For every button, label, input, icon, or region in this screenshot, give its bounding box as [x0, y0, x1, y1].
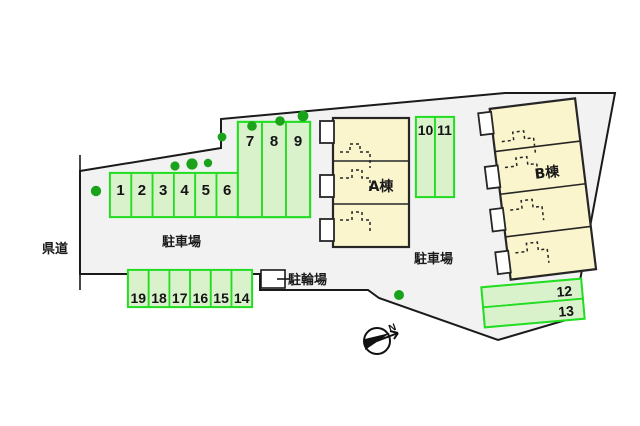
- parking-stall-14[interactable]: 14: [230, 269, 253, 308]
- building-b-stair-4: [515, 241, 550, 263]
- building-a-entry-1: [319, 120, 335, 144]
- parking-lot-left-label: 駐車場: [162, 234, 201, 250]
- compass-rose: N: [363, 322, 399, 355]
- parking-row-center: 10 11: [414, 115, 456, 199]
- bicycle-parking-label: 駐輪場: [288, 272, 327, 288]
- building-a-stair-3: [340, 211, 371, 234]
- building-b-stair-1: [501, 130, 537, 153]
- building-b-stair-2: [504, 155, 540, 179]
- tree-icon-2: [170, 161, 180, 171]
- parking-row-upper-right: 7 8 9: [236, 120, 312, 219]
- building-a-label: A棟: [369, 178, 395, 195]
- parking-stall-14-box[interactable]: [230, 269, 253, 308]
- building-b-divider-2: [500, 182, 586, 196]
- parking-stall-10[interactable]: 10: [415, 116, 436, 198]
- compass-north-label: N: [387, 322, 398, 335]
- building-a-body[interactable]: [331, 116, 411, 249]
- building-b-label: B棟: [534, 163, 562, 183]
- parking-stall-16[interactable]: 16: [189, 269, 212, 308]
- parking-stall-18-label: 18: [151, 290, 167, 306]
- parking-stall-1-label: 1: [116, 182, 124, 199]
- parking-stall-17-label: 17: [172, 290, 188, 306]
- parking-stall-2[interactable]: 2: [130, 172, 154, 218]
- parking-row-bottom-left: 19 18 17 16 15 14: [126, 268, 254, 309]
- tree-icon-1: [90, 185, 102, 197]
- parking-stall-2-label: 2: [138, 182, 146, 199]
- parking-stall-11-box[interactable]: [434, 116, 455, 198]
- parking-stall-15[interactable]: 15: [209, 269, 233, 308]
- building-a-entry-2: [319, 174, 335, 198]
- building-b-entry-2: [483, 164, 502, 190]
- parking-stall-4-label: 4: [180, 182, 189, 199]
- tree-icon-8: [297, 110, 309, 122]
- parking-stall-6[interactable]: 6: [215, 172, 239, 218]
- parking-stall-8-label: 8: [270, 133, 278, 150]
- parking-row-building-b: 12 13: [480, 277, 586, 329]
- parking-lot-right-label: 駐車場: [414, 251, 453, 267]
- parking-stall-11[interactable]: 11: [434, 116, 455, 198]
- parking-stall-5[interactable]: 5: [194, 172, 218, 218]
- tree-icon-6: [247, 121, 257, 131]
- parking-stall-3-label: 3: [159, 182, 167, 199]
- parking-stall-1[interactable]: 1: [109, 172, 133, 218]
- building-a-stair-2: [340, 169, 371, 192]
- parking-stall-7-label: 7: [246, 133, 254, 150]
- compass-arrowhead: [389, 330, 399, 340]
- parking-stall-16-label: 16: [193, 290, 209, 306]
- parking-stall-15-label: 15: [213, 290, 229, 306]
- building-b-stair-3: [510, 198, 545, 221]
- parking-stall-7[interactable]: 7: [237, 121, 263, 218]
- building-b-divider-3: [505, 225, 591, 238]
- tree-icon-4: [203, 158, 213, 168]
- building-a[interactable]: A棟: [319, 116, 411, 249]
- parking-stall-9-label: 9: [294, 133, 302, 150]
- parking-stall-14-label: 14: [234, 290, 250, 306]
- tree-group: [90, 110, 404, 300]
- parking-stall-13-box[interactable]: [482, 297, 586, 329]
- parking-stall-19-label: 19: [131, 290, 147, 306]
- building-b-entry-3: [488, 207, 507, 233]
- parking-stall-9-box[interactable]: [285, 121, 311, 218]
- parking-row-upper-left: 1 2 3 4 5 6: [108, 171, 240, 219]
- parking-stall-13-label: 13: [558, 302, 575, 319]
- parking-stall-11-label: 11: [437, 122, 452, 138]
- building-b-entry-1: [477, 110, 495, 137]
- parking-stall-4[interactable]: 4: [172, 172, 197, 218]
- compass-shaft: [376, 332, 399, 342]
- tree-icon-9: [394, 290, 404, 300]
- parking-stall-13[interactable]: 13: [482, 297, 586, 329]
- road-label: 県道: [42, 241, 68, 257]
- building-a-entry-3: [319, 218, 335, 242]
- tree-icon-3: [186, 158, 198, 170]
- building-b-divider-1: [494, 140, 581, 153]
- parking-stall-9[interactable]: 9: [285, 121, 311, 218]
- building-b-entry-4: [494, 249, 512, 276]
- tree-icon-7: [275, 116, 285, 126]
- parking-stall-5-label: 5: [202, 182, 210, 199]
- parking-stall-6-label: 6: [223, 182, 231, 199]
- parking-stall-10-label: 10: [418, 122, 434, 138]
- tree-icon-5: [217, 132, 227, 142]
- parking-stall-3[interactable]: 3: [151, 172, 175, 218]
- building-b[interactable]: B棟: [477, 97, 598, 281]
- parking-stall-8[interactable]: 8: [261, 121, 287, 218]
- parking-stall-17[interactable]: 17: [168, 269, 191, 308]
- parking-stall-19[interactable]: 19: [127, 269, 150, 308]
- bicycle-parking[interactable]: 駐輪場: [260, 269, 327, 289]
- parking-stall-18[interactable]: 18: [147, 269, 171, 308]
- parking-stall-12-label: 12: [556, 283, 573, 300]
